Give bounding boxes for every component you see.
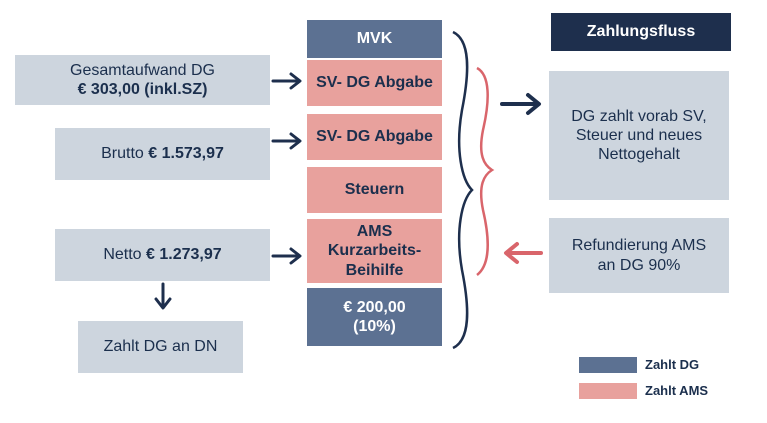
gesamtaufwand-value: € 303,00 (inkl.SZ): [77, 81, 208, 98]
navy-brace-icon: [452, 30, 474, 350]
netto-value: € 1.273,97: [146, 246, 222, 264]
steuern-label: Steuern: [344, 181, 405, 199]
arrow-down-icon: [154, 282, 172, 310]
arrow-left-red-icon: [504, 242, 543, 264]
amount-line-1: € 200,00: [343, 298, 406, 316]
gesamtaufwand-box: Gesamtaufwand DG € 303,00 (inkl.SZ): [15, 55, 270, 105]
netto-label: Netto: [103, 246, 142, 264]
mvk-header: MVK: [307, 20, 442, 58]
legend-label-dg: Zahlt DG: [645, 357, 700, 372]
netto-box: Netto € 1.273,97: [55, 229, 270, 281]
sv-dg-abgabe-label-1: SV- DG Abgabe: [316, 74, 433, 92]
arrow-right-icon: [271, 72, 302, 90]
brutto-box: Brutto € 1.573,97: [55, 128, 270, 180]
arrow-right-icon: [271, 132, 302, 150]
refund-line-1: Refundierung AMS: [571, 237, 707, 255]
zahlungsfluss-label: Zahlungsfluss: [586, 23, 696, 41]
legend-swatch-ams: [579, 383, 637, 399]
steuern-box: Steuern: [307, 167, 442, 213]
legend-label-ams: Zahlt AMS: [645, 383, 709, 398]
dg-zahlt-line-1: DG zahlt vorab SV,: [571, 107, 707, 125]
zahlt-dg-an-dn-label: Zahlt DG an DN: [103, 338, 218, 356]
sv-dg-abgabe-box-2: SV- DG Abgabe: [307, 114, 442, 160]
sv-dg-abgabe-label-2: SV- DG Abgabe: [316, 128, 433, 146]
gesamtaufwand-label: Gesamtaufwand DG: [70, 61, 215, 79]
amount-line-2: (10%): [353, 318, 396, 335]
brutto-label: Brutto: [101, 145, 144, 163]
ams-line-2: Kurzarbeits-: [327, 242, 422, 260]
red-brace-icon: [476, 66, 495, 276]
zahlt-dg-an-dn-box: Zahlt DG an DN: [78, 321, 243, 373]
dg-zahlt-line-2: Steuer und neues: [575, 126, 703, 144]
dg-zahlt-box: DG zahlt vorab SV, Steuer und neues Nett…: [549, 71, 729, 200]
refund-box: Refundierung AMS an DG 90%: [549, 218, 729, 293]
refund-line-2: an DG 90%: [597, 256, 681, 274]
legend-swatch-dg: [579, 357, 637, 373]
ams-beihilfe-box: AMS Kurzarbeits- Beihilfe: [307, 219, 442, 283]
sv-dg-abgabe-box-1: SV- DG Abgabe: [307, 60, 442, 106]
ams-line-3: Beihilfe: [345, 261, 404, 279]
amount-box: € 200,00 (10%): [307, 288, 442, 346]
brutto-value: € 1.573,97: [148, 145, 224, 163]
mvk-label: MVK: [356, 30, 393, 48]
ams-line-1: AMS: [356, 223, 393, 241]
arrow-right-large-icon: [500, 93, 541, 115]
arrow-right-icon: [271, 247, 302, 265]
dg-zahlt-line-3: Nettogehalt: [598, 146, 680, 164]
zahlungsfluss-header: Zahlungsfluss: [551, 13, 731, 51]
